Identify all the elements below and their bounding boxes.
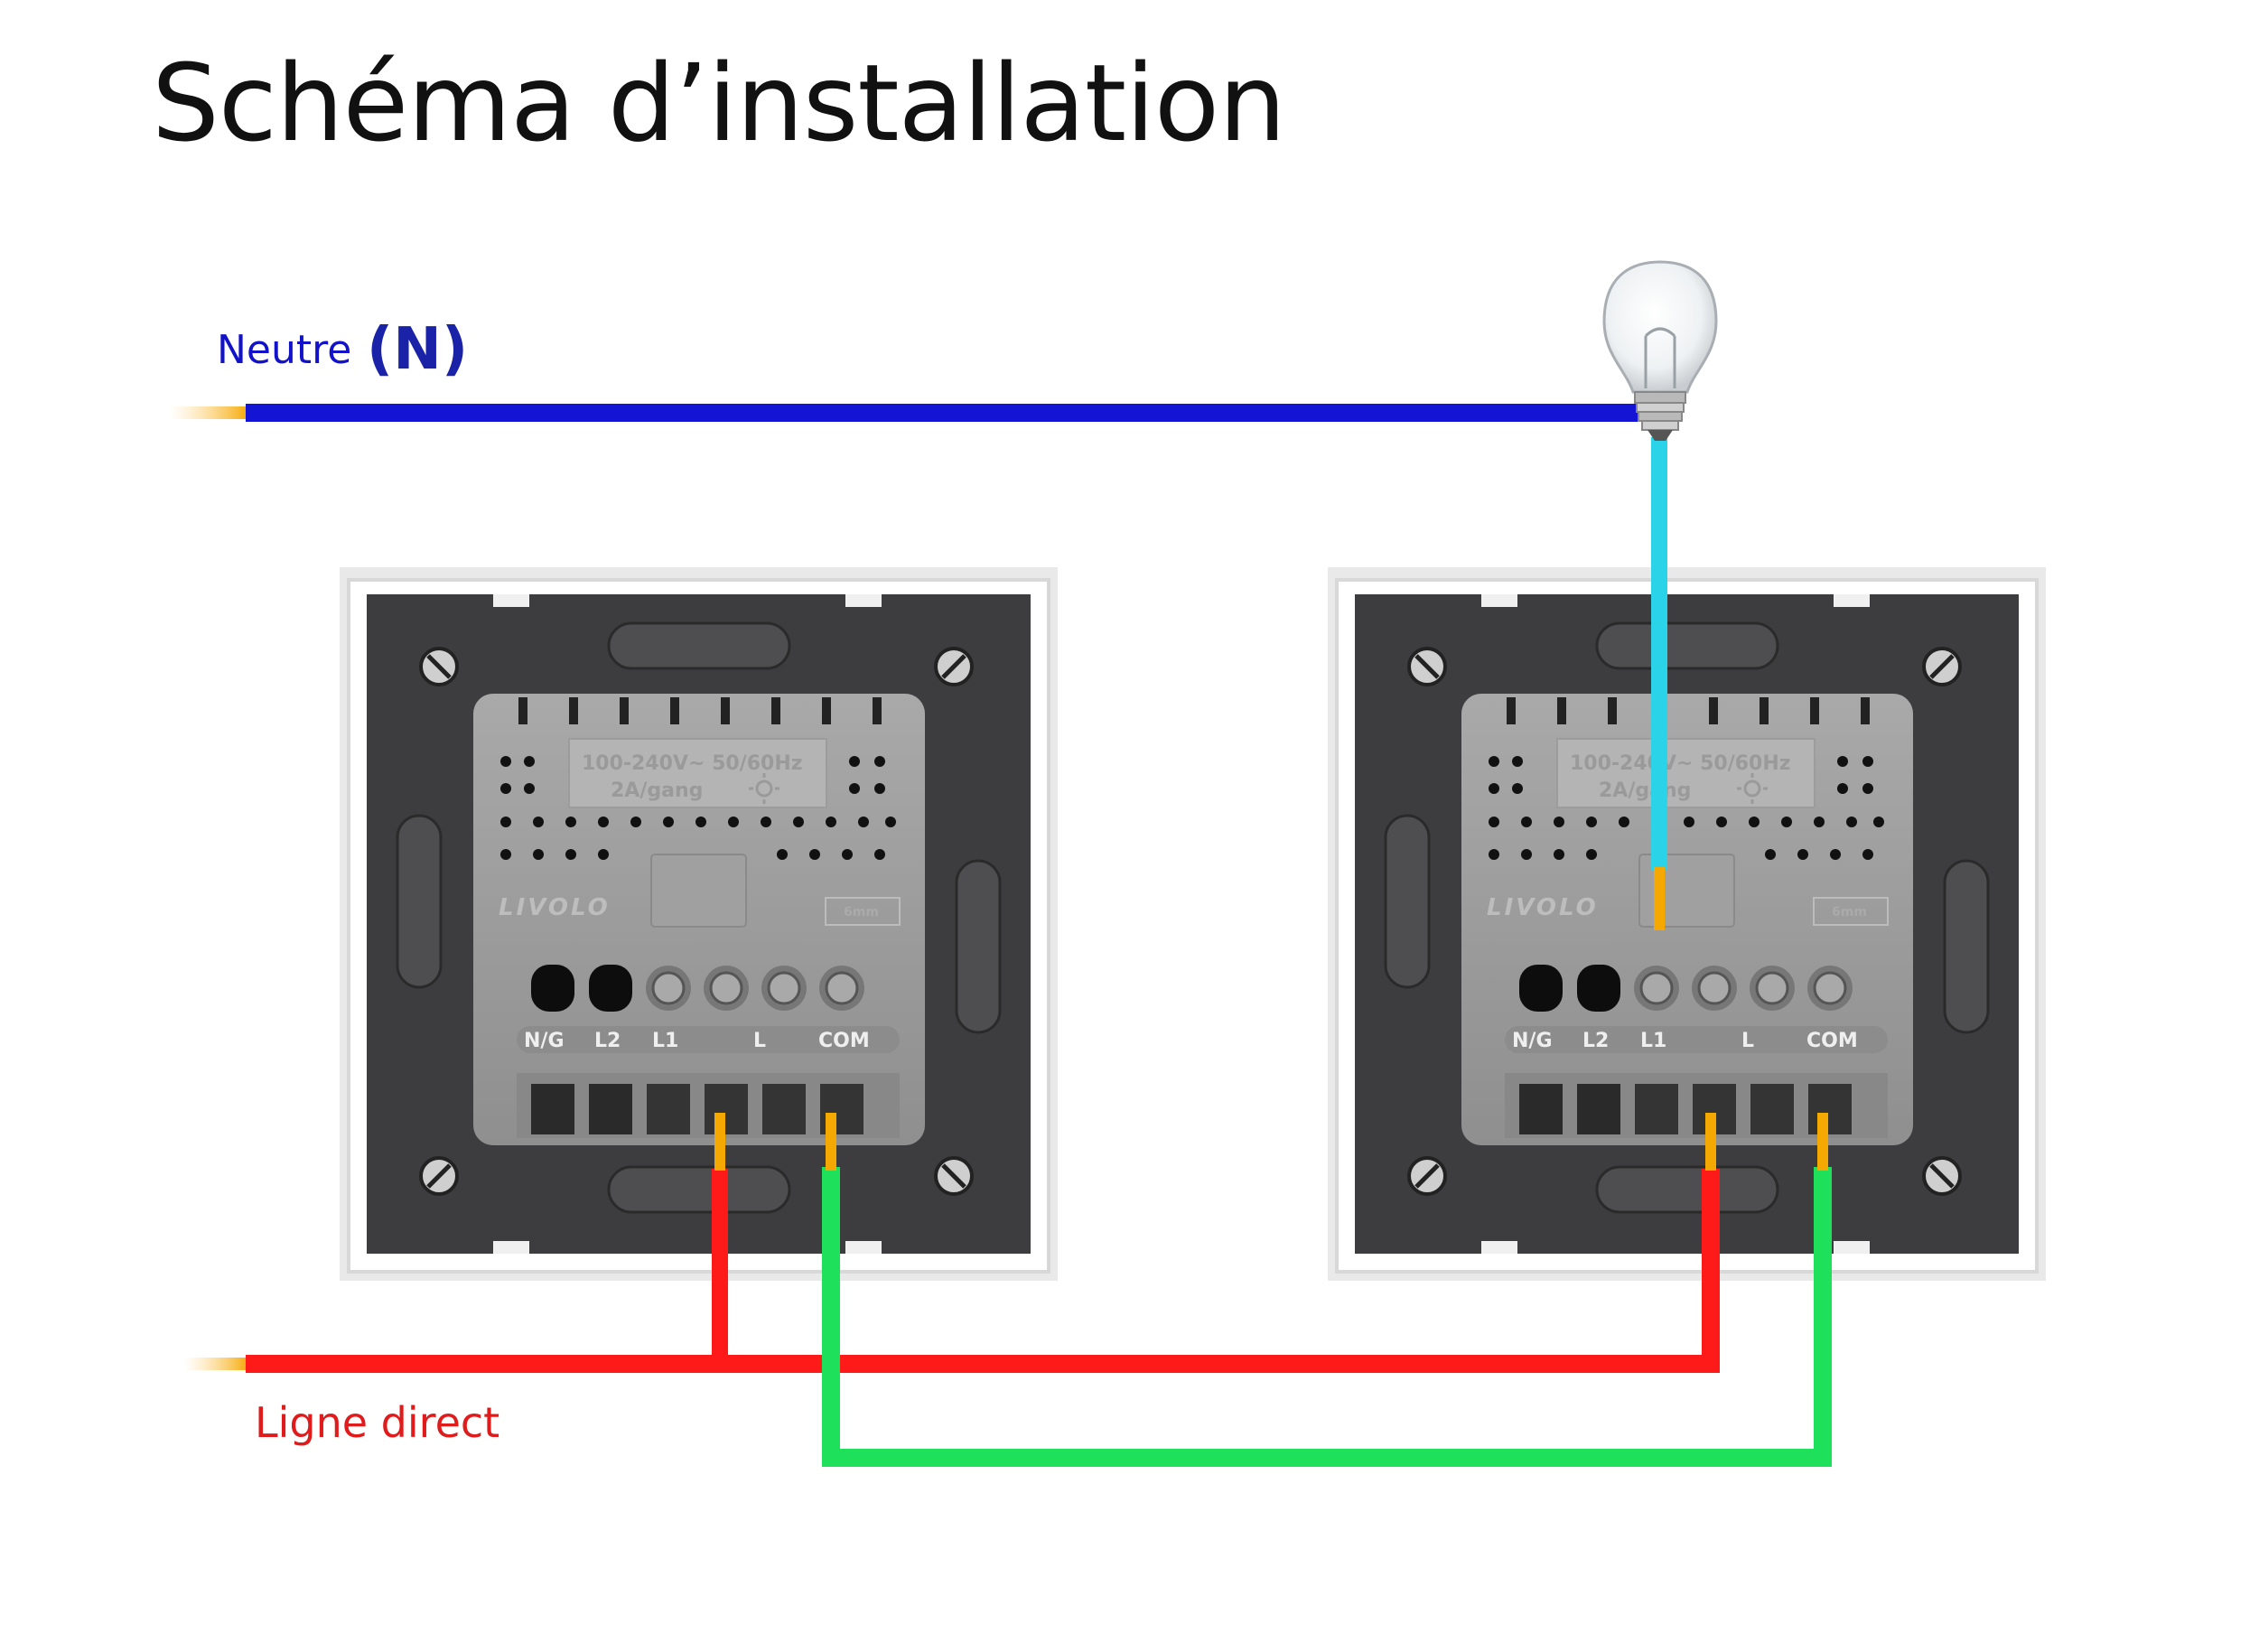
led-sun-icon — [749, 773, 779, 804]
line-wire-left-riser — [712, 1169, 728, 1373]
screw-icon — [1407, 647, 1447, 686]
terminal-ports — [531, 965, 864, 1012]
neutral-wire-stub — [170, 406, 249, 419]
terminal-label-l1: L1 — [652, 1030, 678, 1052]
clearance-marker — [1813, 897, 1889, 926]
line-label: Ligne direct — [255, 1398, 500, 1447]
mount-slot — [1595, 621, 1779, 670]
screw-icon — [1922, 1156, 1962, 1196]
brand-logo: LIVOLO — [1487, 894, 1599, 921]
terminal-label-com: COM — [1806, 1030, 1858, 1052]
led-sun-icon — [1737, 773, 1768, 804]
mount-slot — [396, 814, 443, 989]
mount-slot — [1384, 814, 1431, 989]
module-window — [650, 854, 747, 928]
terminal-ports — [1519, 965, 1853, 1012]
page-title: Schéma d’installation — [152, 41, 1286, 165]
screw-icon — [1922, 647, 1962, 686]
module-vent-slots — [518, 697, 882, 724]
module-holes — [500, 756, 896, 860]
light-bulb-icon — [1602, 260, 1718, 441]
terminal-label-l: L — [753, 1030, 766, 1052]
terminal-labels: N/G L2 L1 L COM — [1505, 1026, 1888, 1053]
terminal-label-ng: N/G — [1512, 1030, 1553, 1052]
com-link-wire-left — [822, 1167, 840, 1465]
terminal-label-l1: L1 — [1640, 1030, 1666, 1052]
screw-icon — [934, 647, 974, 686]
line-wire — [246, 1355, 1720, 1373]
mount-slot — [607, 621, 791, 670]
spec-line-1: 100-240V~ 50/60Hz — [1570, 752, 1791, 775]
mount-slot — [955, 859, 1002, 1034]
screw-icon — [934, 1156, 974, 1196]
terminal-label-com: COM — [818, 1030, 870, 1052]
spec-plate — [568, 738, 827, 808]
terminal-label-l: L — [1741, 1030, 1754, 1052]
switch-right: 100-240V~ 50/60Hz 2A/gang LIVOLO 6mm N/G… — [1328, 567, 2046, 1281]
clearance-label: 6mm — [1832, 905, 1867, 919]
wire-entry-block — [1505, 1073, 1888, 1138]
line-wire-left-copper — [714, 1113, 725, 1171]
line-wire-stub — [184, 1358, 249, 1370]
spec-line-2: 2A/gang — [1599, 779, 1691, 802]
brand-logo: LIVOLO — [499, 894, 611, 921]
screw-icon — [419, 647, 459, 686]
lamp-wire-copper — [1654, 867, 1665, 930]
line-wire-right-copper — [1705, 1113, 1716, 1171]
com-link-wire-right-copper — [1817, 1113, 1828, 1171]
clearance-marker — [825, 897, 901, 926]
neutral-symbol: (N) — [367, 316, 469, 383]
clearance-label: 6mm — [844, 905, 879, 919]
spec-plate — [1556, 738, 1816, 808]
switch-left: 100-240V~ 50/60Hz 2A/gang LIVOLO 6mm N/G… — [340, 567, 1058, 1281]
screw-icon — [419, 1156, 459, 1196]
mount-slot — [607, 1165, 791, 1214]
wire-entry-block — [517, 1073, 900, 1138]
lamp-wire — [1651, 437, 1667, 871]
com-link-wire-bottom — [822, 1449, 1832, 1467]
terminal-labels: N/G L2 L1 L COM — [517, 1026, 900, 1053]
terminal-label-ng: N/G — [524, 1030, 565, 1052]
mount-slot — [1943, 859, 1990, 1034]
neutral-label: Neutre — [217, 327, 352, 373]
screw-icon — [1407, 1156, 1447, 1196]
terminal-label-l2: L2 — [594, 1030, 621, 1052]
spec-line-1: 100-240V~ 50/60Hz — [582, 752, 803, 775]
com-link-wire-right — [1814, 1167, 1832, 1467]
mount-slot — [1595, 1165, 1779, 1214]
neutral-wire — [246, 404, 1664, 422]
spec-line-2: 2A/gang — [611, 779, 703, 802]
line-wire-right-riser — [1702, 1169, 1720, 1373]
module-holes — [1489, 756, 1884, 860]
com-link-wire-left-copper — [826, 1113, 836, 1171]
terminal-label-l2: L2 — [1582, 1030, 1609, 1052]
